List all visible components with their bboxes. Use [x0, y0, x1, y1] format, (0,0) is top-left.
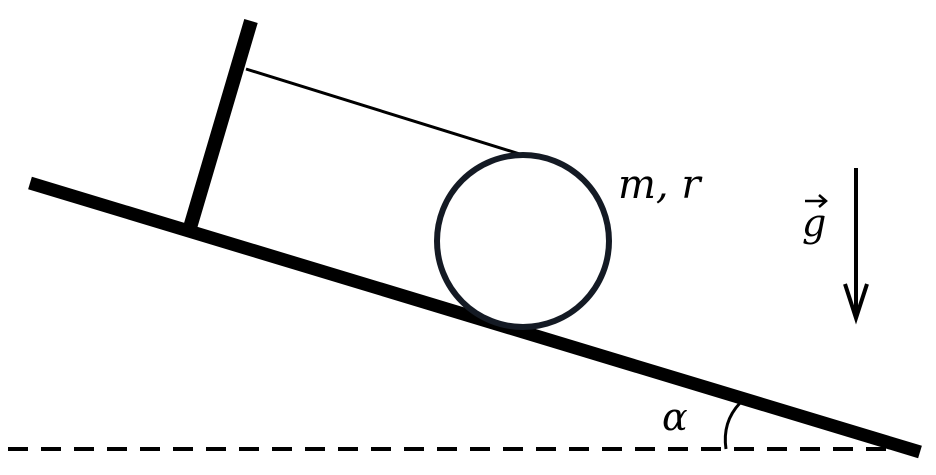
vector-arrow-icon [805, 194, 828, 208]
string [245, 67, 524, 157]
inclined-plane [28, 176, 922, 459]
cylinder [434, 152, 612, 330]
gravity-arrow-head [843, 283, 869, 325]
angle-label: α [662, 395, 688, 439]
mass-radius-label: m, r [618, 162, 703, 208]
wall-support [182, 19, 258, 233]
angle-arc [723, 401, 742, 450]
gravity-label: g [802, 201, 826, 245]
